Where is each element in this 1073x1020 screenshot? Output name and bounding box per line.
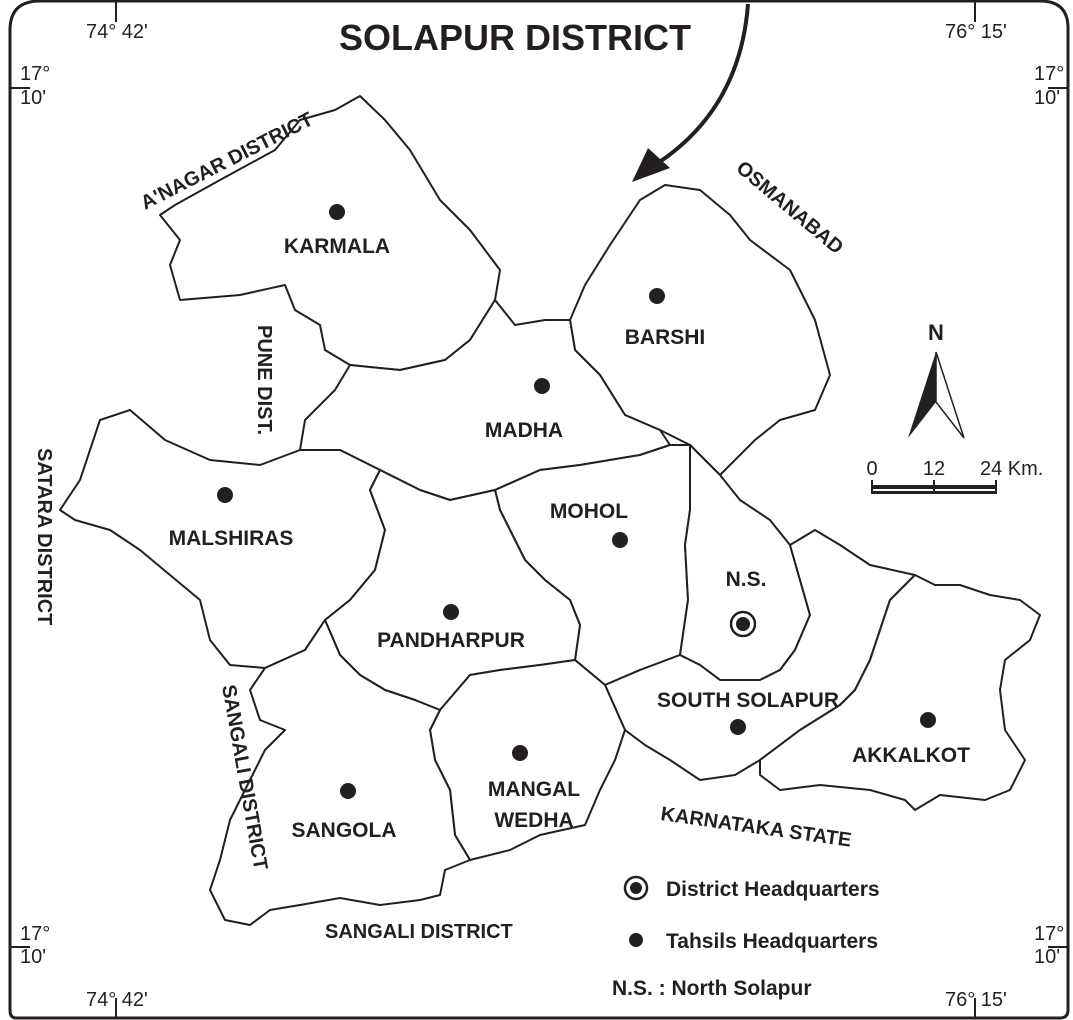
pointer-arrow [653, 3, 750, 167]
tahsil-label-barshi: BARSHI [625, 326, 706, 349]
legend-district-hq-label: District Headquarters [666, 878, 880, 901]
neighbor-sangali-south: SANGALI DISTRICT [325, 921, 513, 943]
tahsil-label-pandharpur: PANDHARPUR [377, 629, 525, 652]
neighbor-pune: PUNE DIST. [253, 325, 275, 435]
tahsil-sangola [209, 619, 471, 926]
legend: District Headquarters Tahsils Headquarte… [612, 875, 880, 1000]
tahsil-label-malshiras: MALSHIRAS [169, 527, 294, 550]
hq-dot-madha [534, 378, 550, 394]
tahsil-akkalkot [759, 574, 1041, 811]
tahsil-karmala [159, 95, 501, 371]
north-arrow-label: N [928, 320, 944, 345]
north-arrow: N [908, 320, 965, 439]
tahsil-label-ns: N.S. [726, 568, 767, 591]
pointer-arrowhead [632, 148, 670, 182]
lat-top-right-deg: 17° [1034, 63, 1064, 85]
scale-bar: 0 12 24 Km. [866, 458, 1043, 494]
lat-bottom-left-deg: 17° [20, 923, 50, 945]
legend-tahsil-hq-label: Tahsils Headquarters [666, 930, 878, 953]
lat-bottom-left-min: 10' [20, 946, 46, 968]
hq-dot-pandharpur [443, 604, 459, 620]
hq-dot-sangola [340, 783, 356, 799]
district-hq-marker [729, 610, 757, 638]
tahsil-label-sangola: SANGOLA [292, 819, 397, 842]
lon-top-right: 76° 15' [945, 21, 1007, 43]
neighbor-satara: SATARA DISTRICT [33, 448, 55, 625]
hq-dot-mohol [612, 532, 628, 548]
tahsil-boundaries [59, 95, 1041, 926]
hq-dot-malshiras [217, 487, 233, 503]
lon-top-left: 74° 42' [86, 21, 148, 43]
scale-tick-24: 24 Km. [980, 458, 1043, 480]
north-arrow-dark-half [908, 352, 936, 438]
lat-top-right-min: 10' [1034, 87, 1060, 109]
tahsil-label-madha: MADHA [485, 419, 563, 442]
map-title: SOLAPUR DISTRICT [339, 17, 691, 58]
lat-bottom-right-min: 10' [1034, 946, 1060, 968]
tahsil-south-solapur [604, 529, 916, 781]
tahsil-label-akkalkot: AKKALKOT [852, 744, 970, 767]
hq-dot-south-solapur [730, 719, 746, 735]
lat-bottom-right-deg: 17° [1034, 923, 1064, 945]
tahsil-north-solapur [679, 444, 811, 681]
neighbor-karnataka: KARNATAKA STATE [659, 803, 852, 852]
tahsil-label-mohol: MOHOL [550, 500, 628, 523]
lon-bottom-left: 74° 42' [86, 989, 148, 1011]
north-arrow-light-half [935, 351, 965, 439]
lat-top-left-min: 10' [20, 87, 46, 109]
lon-bottom-right: 76° 15' [945, 989, 1007, 1011]
hq-dot-akkalkot [920, 712, 936, 728]
scale-tick-12: 12 [923, 458, 945, 480]
hq-dot-karmala [329, 204, 345, 220]
graticule-ticks [10, 1, 1068, 1018]
map-frame [8, 0, 1070, 1020]
tahsil-label-south-solapur: SOUTH SOLAPUR [657, 689, 839, 712]
tahsil-label-mangal: MANGAL [488, 778, 580, 801]
legend-tahsil-hq-icon [629, 933, 643, 947]
scale-tick-0: 0 [866, 458, 877, 480]
hq-dot-mangal-wedha [512, 745, 528, 761]
legend-abbreviation: N.S. : North Solapur [612, 977, 812, 1000]
tahsil-label-karmala: KARMALA [284, 235, 390, 258]
tahsil-label-wedha: WEDHA [494, 809, 573, 832]
lat-top-left-deg: 17° [20, 63, 50, 85]
hq-dot-barshi [649, 288, 665, 304]
hq-markers [217, 204, 936, 799]
